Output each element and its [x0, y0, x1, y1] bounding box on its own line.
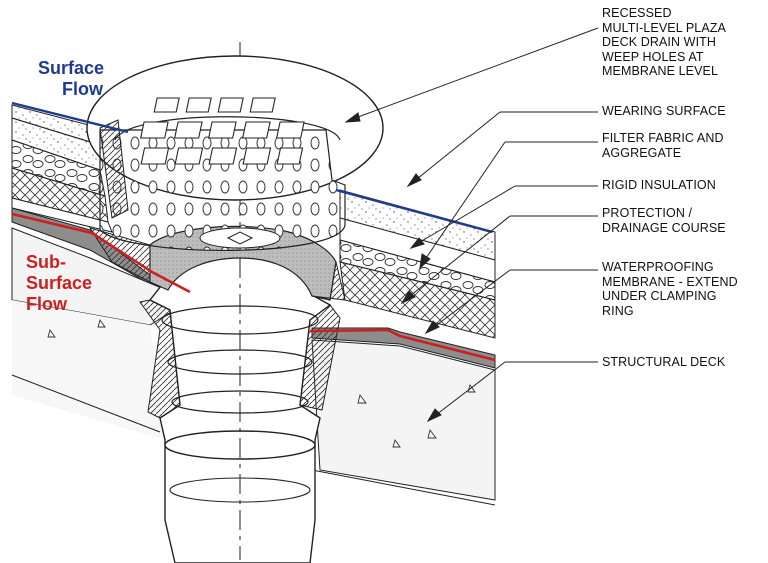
callout-line: MEMBRANE LEVEL	[602, 64, 719, 78]
surface-flow-label: Surface Flow	[38, 58, 104, 100]
subsurface-flow-label: Sub- Surface Flow	[26, 252, 92, 315]
subsurface-flow-label-line-2: Surface	[26, 273, 93, 293]
leader-lines	[344, 27, 599, 423]
callout-filter-fabric: FILTER FABRIC AND AGGREGATE	[602, 131, 766, 160]
drain-body	[139, 42, 341, 563]
callout-line: UNDER CLAMPING	[602, 289, 717, 303]
callout-line: RECESSED	[602, 6, 672, 20]
surface-flow-label-line-1: Surface	[38, 58, 105, 78]
callout-line: MULTI-LEVEL PLAZA	[602, 20, 726, 35]
callout-line: DRAINAGE COURSE	[602, 220, 726, 235]
flow-lines	[11, 101, 496, 362]
subsurface-flow-label-line-1: Sub-	[26, 252, 66, 272]
subsurface-flow-label-line-3: Flow	[26, 294, 67, 314]
callout-line: MEMBRANE - EXTEND	[602, 274, 738, 289]
callout-line: RIGID INSULATION	[602, 178, 716, 192]
structural-deck	[11, 227, 496, 506]
callout-protection-drainage: PROTECTION / DRAINAGE COURSE	[602, 206, 766, 235]
grate-basket	[86, 55, 384, 252]
subsurface-flow-line-right	[309, 328, 496, 362]
callout-line: WEARING SURFACE	[602, 104, 726, 118]
callout-recessed-drain: RECESSED MULTI-LEVEL PLAZA DECK DRAIN WI…	[602, 6, 766, 79]
callout-line: WATERPROOFING	[602, 260, 714, 274]
callout-line: RING	[602, 303, 634, 318]
surface-flow-label-line-2: Flow	[62, 79, 103, 99]
callout-line: WEEP HOLES AT	[602, 49, 704, 64]
subsurface-flow-line-left	[11, 212, 191, 294]
callout-wearing-surface: WEARING SURFACE	[602, 104, 766, 119]
callout-waterproofing-membrane: WATERPROOFING MEMBRANE - EXTEND UNDER CL…	[602, 260, 766, 318]
callout-line: DECK DRAIN WITH	[602, 35, 716, 49]
callout-rigid-insulation: RIGID INSULATION	[602, 178, 766, 193]
callout-line: FILTER FABRIC AND	[602, 131, 724, 145]
surface-flow-line-left	[11, 101, 129, 134]
callout-line: AGGREGATE	[602, 145, 682, 160]
surface-flow-line-right	[335, 188, 493, 234]
callout-line: PROTECTION /	[602, 206, 693, 220]
callout-line: STRUCTURAL DECK	[602, 355, 726, 369]
callout-structural-deck: STRUCTURAL DECK	[602, 355, 766, 370]
